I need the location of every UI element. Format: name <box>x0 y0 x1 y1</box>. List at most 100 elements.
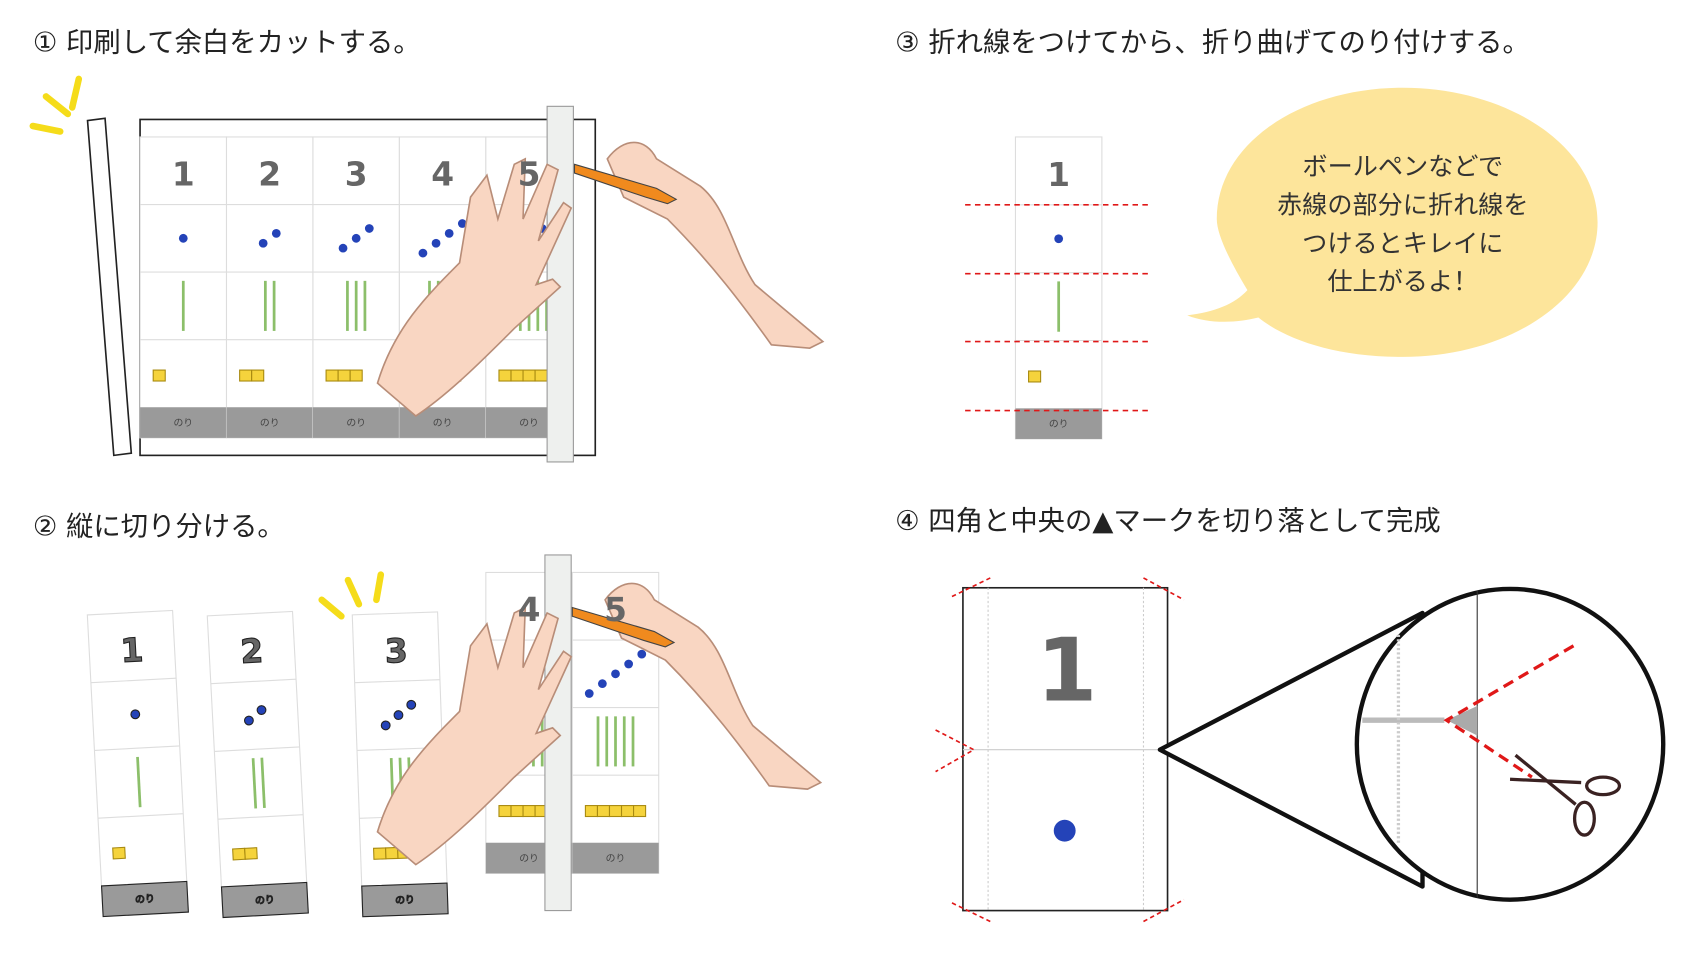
card-number: 5 <box>518 156 541 194</box>
glue-label: のり <box>255 894 275 907</box>
dot <box>584 689 594 698</box>
block <box>596 805 611 818</box>
block <box>251 369 265 382</box>
dot <box>418 248 428 258</box>
card-number: 2 <box>239 632 264 671</box>
block <box>498 369 512 382</box>
block <box>372 847 387 860</box>
card-number: 1 <box>1047 156 1070 194</box>
bubble-line: つけるとキレイに <box>1302 229 1503 258</box>
step1-title: ① 印刷して余白をカットする。 <box>33 28 421 59</box>
card-divider <box>354 679 440 684</box>
burst-icon <box>29 75 83 135</box>
card-number: 3 <box>345 156 368 194</box>
block <box>152 369 166 382</box>
strip: 2 のり <box>206 610 309 919</box>
card: のり <box>225 136 314 439</box>
burst-icon <box>318 571 385 620</box>
block <box>584 805 598 818</box>
card-number: 3 <box>384 632 408 671</box>
magnifier <box>1157 586 1666 902</box>
dot <box>243 715 254 726</box>
glue-tab <box>220 881 309 919</box>
dot <box>271 229 281 238</box>
stick <box>260 757 266 809</box>
glue-tab <box>140 407 227 438</box>
dot <box>624 659 634 669</box>
step3-title: ③ 折れ線をつけてから、折り曲げてのり付けする。 <box>895 28 1530 59</box>
block <box>239 369 253 382</box>
block <box>337 369 351 382</box>
dot <box>611 669 620 679</box>
card: 1 のり <box>1014 136 1103 440</box>
block <box>244 847 258 860</box>
card-divider <box>94 745 180 751</box>
bubble-line: 赤線の部分に折れ線を <box>1277 191 1529 220</box>
block <box>510 369 524 382</box>
stick <box>251 758 258 809</box>
glue-label: のり <box>260 417 280 429</box>
block <box>534 369 548 382</box>
single-card: 1 のり <box>1014 136 1103 440</box>
glue-tab <box>100 880 189 918</box>
glue-label: のり <box>519 852 539 864</box>
glue-label: のり <box>135 893 155 906</box>
block <box>522 805 536 818</box>
dot <box>431 238 441 248</box>
card-number: 1 <box>172 156 195 194</box>
dot <box>637 649 647 659</box>
card-divider <box>210 678 297 685</box>
block <box>620 805 635 818</box>
glue-tab <box>361 882 449 918</box>
bubble-line: ボールペンなどで <box>1302 152 1503 181</box>
glue-label: のり <box>1049 418 1069 430</box>
card-number: 1 <box>120 631 145 670</box>
speech-bubble: ボールペンなどで 赤線の部分に折れ線を つけるとキレイに 仕上がるよ！ <box>1187 87 1598 357</box>
block <box>385 846 399 860</box>
dot <box>380 720 391 731</box>
glue-label: のり <box>606 852 626 864</box>
dot <box>178 233 188 243</box>
dot <box>406 699 417 710</box>
card-divider <box>217 814 304 820</box>
dot <box>444 229 454 238</box>
step4-illustration: 1 <box>935 577 1666 923</box>
dot <box>130 709 141 720</box>
card: 1 のり <box>86 609 189 918</box>
dot <box>597 679 607 689</box>
block <box>349 369 363 382</box>
dot <box>351 233 361 243</box>
hand-icon <box>376 141 825 418</box>
card-body <box>225 136 314 439</box>
cutter-knife-icon <box>573 163 678 205</box>
card-divider <box>214 746 300 752</box>
card-divider <box>90 677 177 684</box>
dot <box>364 224 374 233</box>
card-number: 2 <box>258 156 281 194</box>
step3-illustration: 1 のり ボールペンなどで 赤線の部分に折れ線を つけるとキレイに 仕上がるよ！ <box>965 87 1598 440</box>
scissors-icon <box>1509 753 1622 837</box>
cut-strips: 1のり2のり3のりのりのり <box>86 571 660 919</box>
dot <box>1054 234 1064 244</box>
bubble-line: 仕上がるよ！ <box>1327 267 1478 296</box>
dot <box>258 238 268 248</box>
dot <box>338 243 348 253</box>
glue-label: のり <box>433 417 453 429</box>
block <box>232 847 246 861</box>
hand-icon <box>376 582 823 866</box>
strip: 1 のり <box>86 609 189 918</box>
block <box>608 805 623 818</box>
step4-title: ④ 四角と中央の▲マークを切り落として完成 <box>895 506 1441 537</box>
dot <box>457 219 467 228</box>
block <box>522 369 536 382</box>
card: のり <box>139 136 228 439</box>
card-divider <box>97 813 184 819</box>
step2-title: ② 縦に切り分ける。 <box>33 511 285 542</box>
dot <box>256 705 267 715</box>
stick <box>136 756 142 808</box>
card-number: 1 <box>1036 619 1097 721</box>
glue-tab <box>226 407 313 438</box>
glue-label: のり <box>346 417 366 429</box>
glue-tab <box>312 407 400 438</box>
